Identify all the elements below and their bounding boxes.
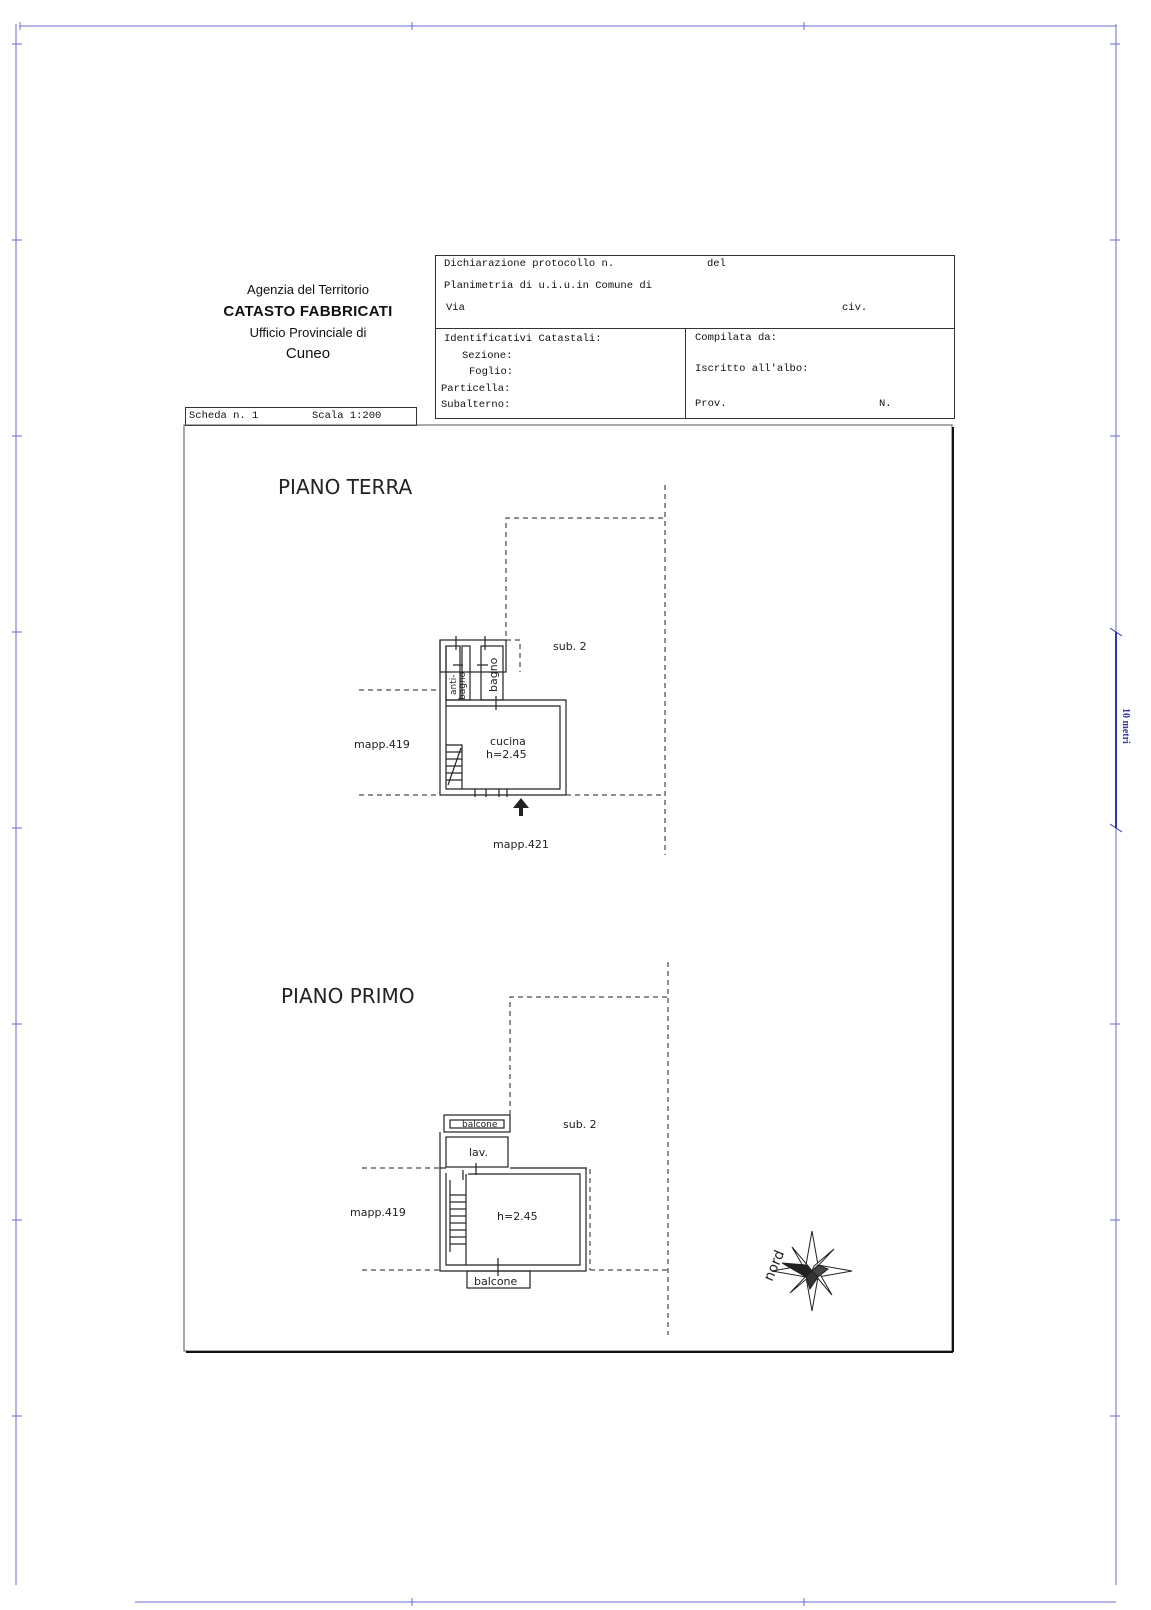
- ground-antibagno-label: bagno: [458, 671, 468, 700]
- dichiarazione-label: Dichiarazione protocollo n.: [444, 258, 615, 270]
- agency-name: Agenzia del Territorio: [247, 282, 369, 297]
- first-height-label: h=2.45: [497, 1210, 538, 1223]
- scale-ratio: Scala 1:200: [312, 410, 382, 422]
- iscritto-label: Iscritto all'albo:: [695, 363, 809, 375]
- ground-mapp-left: mapp.419: [354, 738, 410, 751]
- sezione-label: Sezione:: [462, 350, 513, 362]
- subalterno-label: Subalterno:: [441, 399, 511, 411]
- ufficio-label: Ufficio Provinciale di: [249, 325, 367, 340]
- via-label: Via: [446, 302, 465, 314]
- ground-floor-plan: [359, 485, 666, 855]
- first-floor-plan: [362, 962, 669, 1335]
- ground-sub-label: sub. 2: [553, 640, 587, 653]
- civ-label: civ.: [842, 302, 868, 314]
- first-lav-label: lav.: [469, 1146, 488, 1159]
- ground-floor-title: PIANO TERRA: [278, 475, 413, 499]
- first-mapp-left: mapp.419: [350, 1206, 406, 1219]
- ground-anti-label: anti-: [449, 675, 459, 696]
- identificativi-label: Identificativi Catastali:: [444, 333, 602, 345]
- particella-label: Particella:: [441, 383, 511, 395]
- scheda-number: Scheda n. 1: [189, 410, 259, 422]
- first-balcone-bottom-label: balcone: [474, 1275, 518, 1288]
- first-balcone-top-label: balcone: [462, 1120, 498, 1130]
- prov-label: Prov.: [695, 398, 727, 410]
- scale-bar-label: 10 metri: [1120, 708, 1131, 744]
- form-column-divider: [685, 328, 686, 418]
- ground-cucina-label: cucina: [490, 735, 526, 748]
- ground-mapp-bottom: mapp.421: [493, 838, 549, 851]
- del-label: del: [707, 258, 726, 270]
- form-box: [435, 255, 955, 419]
- n-label: N.: [879, 398, 892, 410]
- city-name: Cuneo: [285, 345, 331, 362]
- first-floor-title: PIANO PRIMO: [281, 984, 415, 1008]
- compilata-label: Compilata da:: [695, 332, 777, 344]
- first-sub-label: sub. 2: [563, 1118, 597, 1131]
- ground-height-label: h=2.45: [486, 748, 527, 761]
- ground-bagno-label: bagno: [487, 657, 500, 692]
- form-divider: [435, 328, 954, 329]
- foglio-label: Foglio:: [469, 366, 514, 378]
- compass-rose-icon: [771, 1230, 853, 1312]
- compass-label: nord: [761, 1248, 788, 1284]
- planimetria-label: Planimetria di u.i.u.in Comune di: [444, 280, 652, 292]
- catasto-title: CATASTO FABBRICATI: [223, 303, 393, 320]
